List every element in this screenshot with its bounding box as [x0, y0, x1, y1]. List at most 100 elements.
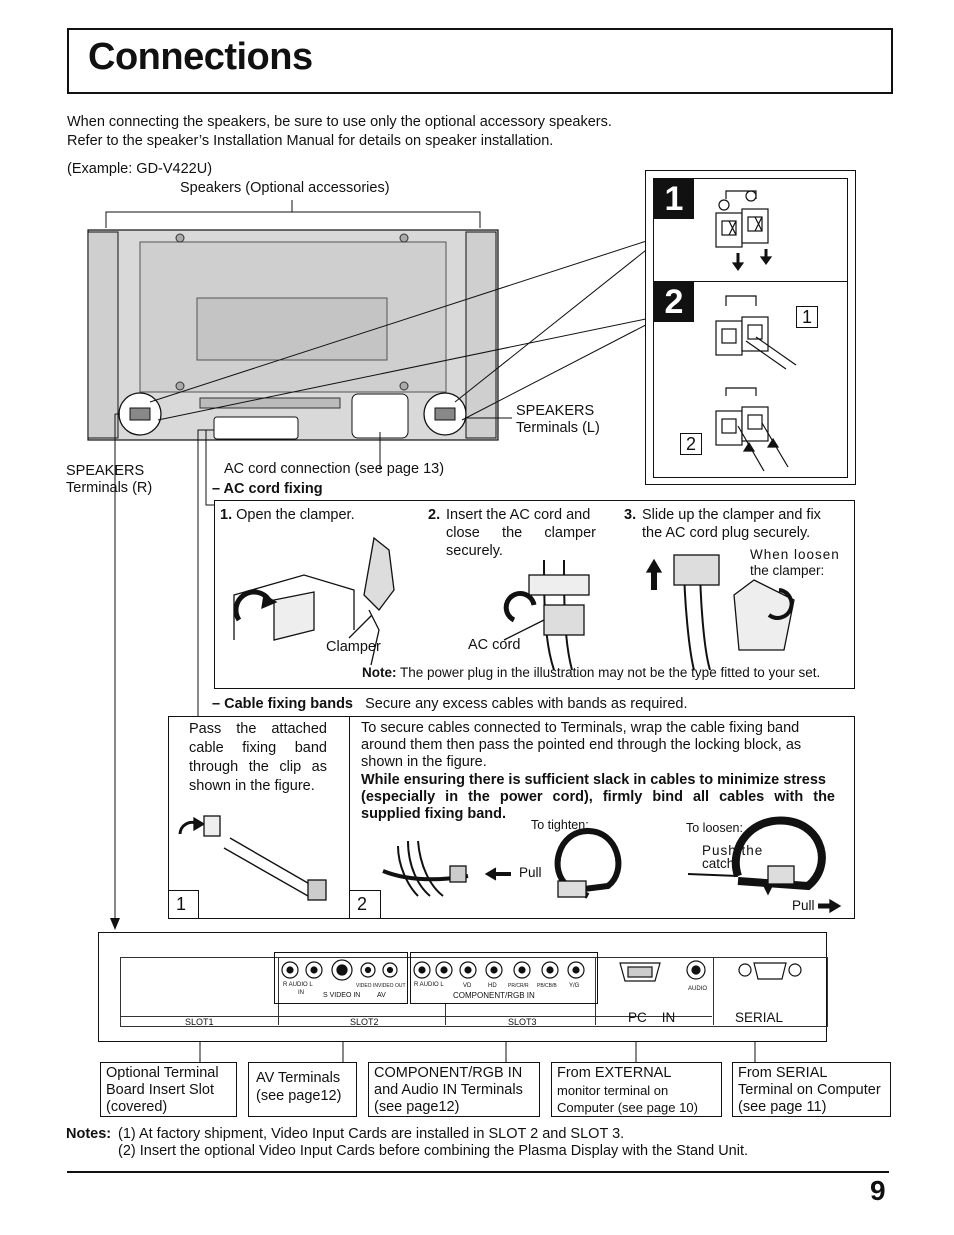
footer-rule [67, 1171, 889, 1173]
callout-comp-line1: COMPONENT/RGB IN [374, 1065, 523, 1081]
note-label: Note: [362, 665, 397, 680]
cable-bands-heading-row: – Cable fixing bands Secure any excess c… [212, 695, 688, 714]
pull-label-2: Pull [792, 898, 815, 913]
speakers-label: Speakers (Optional accessories) [180, 180, 390, 196]
component-rgb-label: COMPONENT/RGB IN [453, 991, 535, 1000]
page-number: 9 [870, 1175, 886, 1206]
cable-left-line3: through the clip as [189, 759, 327, 775]
cable-left-line1: Pass the attached [189, 721, 327, 737]
callout-ser-line2: Terminal on Computer [738, 1082, 881, 1098]
callout-comp-line3: (see page12) [374, 1099, 460, 1115]
note-2: (2) Insert the optional Video Input Card… [118, 1143, 749, 1159]
to-tighten-label: To tighten: [531, 818, 589, 832]
ac-step-1: 1. Open the clamper. [220, 506, 355, 525]
sub-step-1: 1 [796, 306, 818, 328]
cable-num-2-frame [350, 890, 381, 919]
speakers-r-line1: SPEAKERS [66, 463, 145, 479]
cable-num-2: 2 [357, 894, 368, 914]
callout-opt-line3: (covered) [106, 1099, 168, 1115]
ac-cord-connection-label: AC cord connection (see page 13) [224, 461, 445, 477]
ac-step-3-line1: Slide up the clamper and fix [642, 507, 821, 523]
serial-label: SERIAL [735, 1010, 784, 1025]
slot2-label: SLOT2 [350, 1017, 379, 1027]
speakers-l-line2: Terminals (L) [516, 420, 600, 436]
cable-num-1: 1 [176, 894, 187, 914]
slot-label-line [120, 1016, 712, 1017]
intro-line-1: When connecting the speakers, be sure to… [67, 114, 612, 130]
slot-divider-2 [445, 1004, 446, 1025]
note-1: (1) At factory shipment, Video Input Car… [118, 1126, 625, 1142]
callout-av-terminals: AV Terminals (see page12) [248, 1062, 357, 1117]
note-text: The power plug in the illustration may n… [400, 665, 821, 680]
ac-step-2-line1: Insert the AC cord and [446, 507, 591, 523]
av-label: AV [377, 992, 386, 999]
sub-step-2: 2 [680, 433, 702, 455]
cable-left-line4: shown in the figure. [189, 778, 315, 794]
step-1-badge: 1 [654, 179, 694, 219]
callout-ext-line3: Computer (see page 10) [557, 1100, 698, 1115]
slot-divider-1 [278, 957, 279, 1025]
video-out-label: VIDEO OUT [378, 983, 406, 989]
clamper-label: Clamper [326, 639, 381, 655]
slot-divider-3 [595, 957, 596, 1025]
cable-right-line1: To secure cables connected to Terminals,… [361, 720, 800, 736]
ac-cord-fixing-heading: – AC cord fixing [212, 481, 323, 497]
cable-num-1-frame [168, 890, 199, 919]
page-title: Connections [88, 36, 313, 78]
callout-av-line2: (see page12) [256, 1088, 342, 1104]
ac-cord-illustrations [233, 536, 795, 671]
cable-bands-heading: – Cable fixing bands [212, 696, 353, 712]
callout-serial: From SERIAL Terminal on Computer (see pa… [732, 1062, 891, 1117]
notes-label: Notes: [66, 1126, 112, 1142]
component-card [410, 952, 598, 1004]
speaker-terminal-illustration [715, 190, 797, 472]
slot1-label: SLOT1 [185, 1017, 214, 1027]
pb-label: PB/CB/B [537, 983, 557, 989]
slot-strip [120, 957, 828, 1027]
when-loosen-line2: the clamper: [750, 563, 825, 578]
pc-in-label: PC IN [628, 1010, 676, 1025]
step-2-badge: 2 [654, 282, 694, 322]
slot3-label: SLOT3 [508, 1017, 537, 1027]
ac-step-2-line2: close the clamper [446, 525, 596, 541]
terminal-panel [98, 932, 827, 1042]
push-catch-line2: catch [702, 856, 735, 871]
push-catch-line1: Push the [702, 843, 764, 858]
vd-label: VD [463, 983, 472, 989]
callout-ser-line1: From SERIAL [738, 1065, 828, 1081]
pull-label-1: Pull [519, 865, 542, 880]
ac-step-3-line2: the AC cord plug securely. [642, 525, 811, 541]
example-label: (Example: GD-V422U) [67, 161, 213, 177]
callout-opt-line1: Optional Terminal [106, 1065, 219, 1081]
slot-divider-4 [713, 957, 714, 1025]
speakers-l-line1: SPEAKERS [516, 403, 595, 419]
video-in-label: VIDEO IN [356, 983, 378, 989]
yg-label: Y/G [569, 983, 580, 989]
ac-note: Note: The power plug in the illustration… [362, 664, 820, 681]
cable-bands-heading-text: Secure any excess cables with bands as r… [365, 696, 688, 712]
when-loosen-line1: When loosen [750, 547, 840, 562]
ac-step-2-num: 2. [428, 507, 441, 523]
cable-bold-line2: (especially in the power cord), firmly b… [361, 789, 835, 805]
callout-optional-slot: Optional Terminal Board Insert Slot (cov… [100, 1062, 237, 1117]
steps-divider [653, 281, 848, 283]
av-card [274, 952, 408, 1004]
cable-bold-line1: While ensuring there is sufficient slack… [361, 772, 826, 788]
to-loosen-label: To loosen: [686, 821, 743, 835]
terminal-connectors [281, 959, 802, 982]
cable-bold-line3: supplied fixing band. [361, 806, 506, 822]
ac-step-3-num: 3. [624, 507, 637, 523]
speaker-steps-panel: 1 2 1 2 [645, 170, 856, 485]
callout-ser-line3: (see page 11) [738, 1099, 827, 1115]
speakers-r-line2: Terminals (R) [66, 480, 153, 496]
cable-bands-divider [349, 716, 351, 919]
callout-av-line1: AV Terminals [256, 1070, 341, 1086]
callout-component: COMPONENT/RGB IN and Audio IN Terminals … [368, 1062, 540, 1117]
callout-ext-line2: monitor terminal on [557, 1083, 669, 1098]
intro-line-2: Refer to the speaker’s Installation Manu… [67, 133, 554, 149]
ac-step-1-text: Open the clamper. [236, 507, 355, 523]
s-video-in-label: S VIDEO IN [323, 992, 361, 999]
in-label: IN [298, 990, 304, 996]
callout-opt-line2: Board Insert Slot [106, 1082, 214, 1098]
